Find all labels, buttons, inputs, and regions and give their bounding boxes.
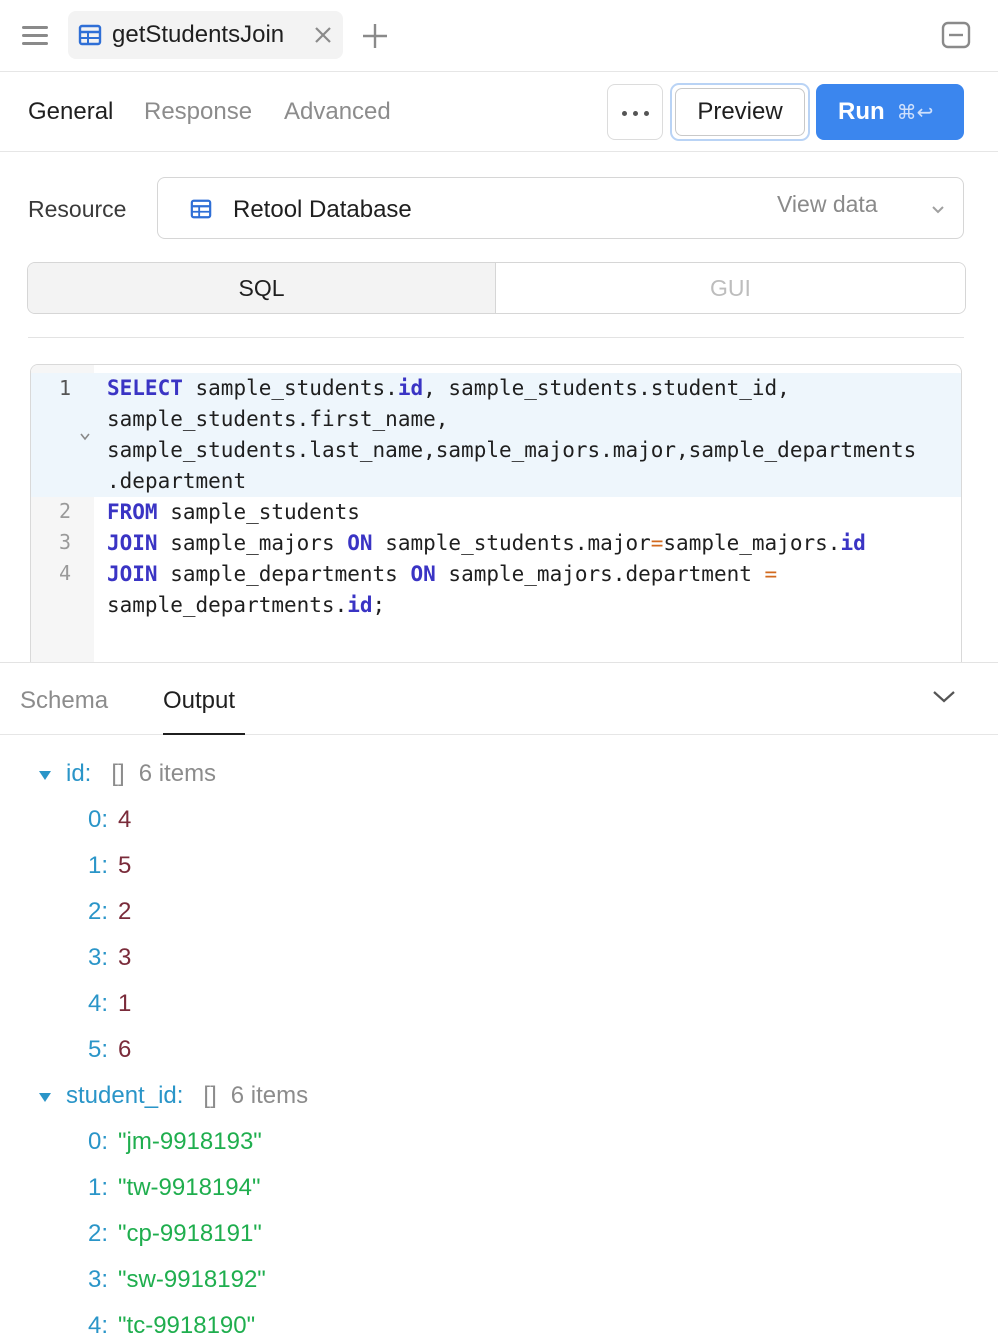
resource-select[interactable]: Retool Database View data <box>157 177 964 239</box>
item-value: 1 <box>118 990 132 1017</box>
item-index: 2: <box>88 1220 109 1247</box>
tree-field[interactable]: id: [] 6 items <box>66 760 216 788</box>
minimize-panel-icon[interactable] <box>941 21 971 49</box>
tree-item: 4: "tc-9918190" <box>88 1312 255 1340</box>
gui-mode-button[interactable]: GUI <box>496 263 965 313</box>
query-tab-title: getStudentsJoin <box>112 21 285 48</box>
mode-toggle: SQL GUI <box>27 262 966 314</box>
field-type: [] <box>203 1082 217 1109</box>
item-index: 3: <box>88 944 109 971</box>
code-line: SELECT sample_students.id, sample_studen… <box>107 376 790 400</box>
resource-label: Resource <box>28 196 127 222</box>
tree-item: 3: "sw-9918192" <box>88 1266 266 1294</box>
line-number: 2 <box>58 499 71 523</box>
tree-item: 4: 1 <box>88 990 131 1018</box>
item-index: 4: <box>88 990 109 1017</box>
tab-response[interactable]: Response <box>144 98 253 125</box>
expand-caret-icon[interactable] <box>38 1090 52 1104</box>
item-value: "cp-9918191" <box>118 1220 262 1247</box>
tree-item: 5: 6 <box>88 1036 131 1064</box>
item-index: 1: <box>88 852 109 879</box>
code-line: sample_students.last_name,sample_majors.… <box>107 438 917 462</box>
sql-code: SELECT sample_students.id, sample_studen… <box>107 373 916 621</box>
sql-mode-button[interactable]: SQL <box>28 263 496 313</box>
item-index: 2: <box>88 898 109 925</box>
field-key: id: <box>66 760 92 787</box>
code-line: JOIN sample_departments ON sample_majors… <box>107 562 778 586</box>
query-editor-header: General Response Advanced Preview Run ⌘↩ <box>0 72 998 152</box>
item-index: 0: <box>88 806 109 833</box>
divider <box>28 337 964 338</box>
close-icon[interactable] <box>311 23 335 47</box>
expand-caret-icon[interactable] <box>38 768 52 782</box>
line-number: 1 <box>58 376 71 400</box>
item-value: 6 <box>118 1036 132 1063</box>
item-value: "tw-9918194" <box>118 1174 261 1201</box>
resource-name: Retool Database <box>233 196 412 223</box>
tree-item: 0: 4 <box>88 806 131 834</box>
plus-icon[interactable] <box>361 22 389 50</box>
tab-schema[interactable]: Schema <box>20 687 109 714</box>
table-icon <box>190 199 212 219</box>
code-line: sample_students.first_name, <box>107 407 449 431</box>
code-line: JOIN sample_majors ON sample_students.ma… <box>107 531 866 555</box>
tab-general[interactable]: General <box>28 98 114 125</box>
active-tab-indicator <box>163 733 245 735</box>
active-line-highlight <box>31 373 961 497</box>
line-number: 4 <box>58 561 71 585</box>
chevron-down-icon[interactable] <box>931 689 957 705</box>
query-tab[interactable]: getStudentsJoin <box>68 11 343 59</box>
query-tab-bar: getStudentsJoin <box>0 0 998 72</box>
item-value: "tc-9918190" <box>118 1312 256 1339</box>
item-value: 2 <box>118 898 132 925</box>
view-data-link[interactable]: View data <box>777 191 878 217</box>
preview-button-label: Preview <box>675 88 805 136</box>
item-value: "jm-9918193" <box>118 1128 262 1155</box>
item-index: 5: <box>88 1036 109 1063</box>
item-value: 3 <box>118 944 132 971</box>
tree-item: 3: 3 <box>88 944 131 972</box>
sql-editor[interactable]: 1 2 3 4 SELECT sample_students.id, sampl… <box>30 364 962 662</box>
code-line: FROM sample_students <box>107 500 360 524</box>
run-button-label: Run <box>838 98 885 125</box>
code-line: sample_departments.id; <box>107 593 386 617</box>
fold-chevron-icon[interactable] <box>79 431 91 443</box>
tree-item: 0: "jm-9918193" <box>88 1128 262 1156</box>
tree-field[interactable]: student_id: [] 6 items <box>66 1082 308 1110</box>
item-index: 1: <box>88 1174 109 1201</box>
field-count: 6 items <box>230 1082 309 1109</box>
table-icon <box>78 24 102 46</box>
code-line: .department <box>107 469 247 493</box>
line-number: 3 <box>58 530 71 554</box>
preview-button[interactable]: Preview <box>670 83 810 141</box>
ellipsis-icon <box>622 111 627 116</box>
item-index: 0: <box>88 1128 109 1155</box>
field-count: 6 items <box>138 760 217 787</box>
tree-item: 2: "cp-9918191" <box>88 1220 262 1248</box>
tab-output[interactable]: Output <box>163 687 236 714</box>
run-shortcut: ⌘↩ <box>896 100 934 124</box>
tab-advanced[interactable]: Advanced <box>284 98 391 125</box>
field-key: student_id: <box>66 1082 184 1109</box>
chevron-down-icon <box>932 206 944 214</box>
run-button[interactable]: Run ⌘↩ <box>816 84 964 140</box>
item-value: "sw-9918192" <box>118 1266 266 1293</box>
item-value: 5 <box>118 852 132 879</box>
menu-icon[interactable] <box>22 24 48 46</box>
tree-item: 2: 2 <box>88 898 131 926</box>
field-type: [] <box>111 760 125 787</box>
tree-item: 1: 5 <box>88 852 131 880</box>
item-index: 4: <box>88 1312 109 1339</box>
results-panel-header: Schema Output <box>0 662 998 735</box>
item-index: 3: <box>88 1266 109 1293</box>
tree-item: 1: "tw-9918194" <box>88 1174 260 1202</box>
more-options-button[interactable] <box>607 84 663 140</box>
item-value: 4 <box>118 806 132 833</box>
